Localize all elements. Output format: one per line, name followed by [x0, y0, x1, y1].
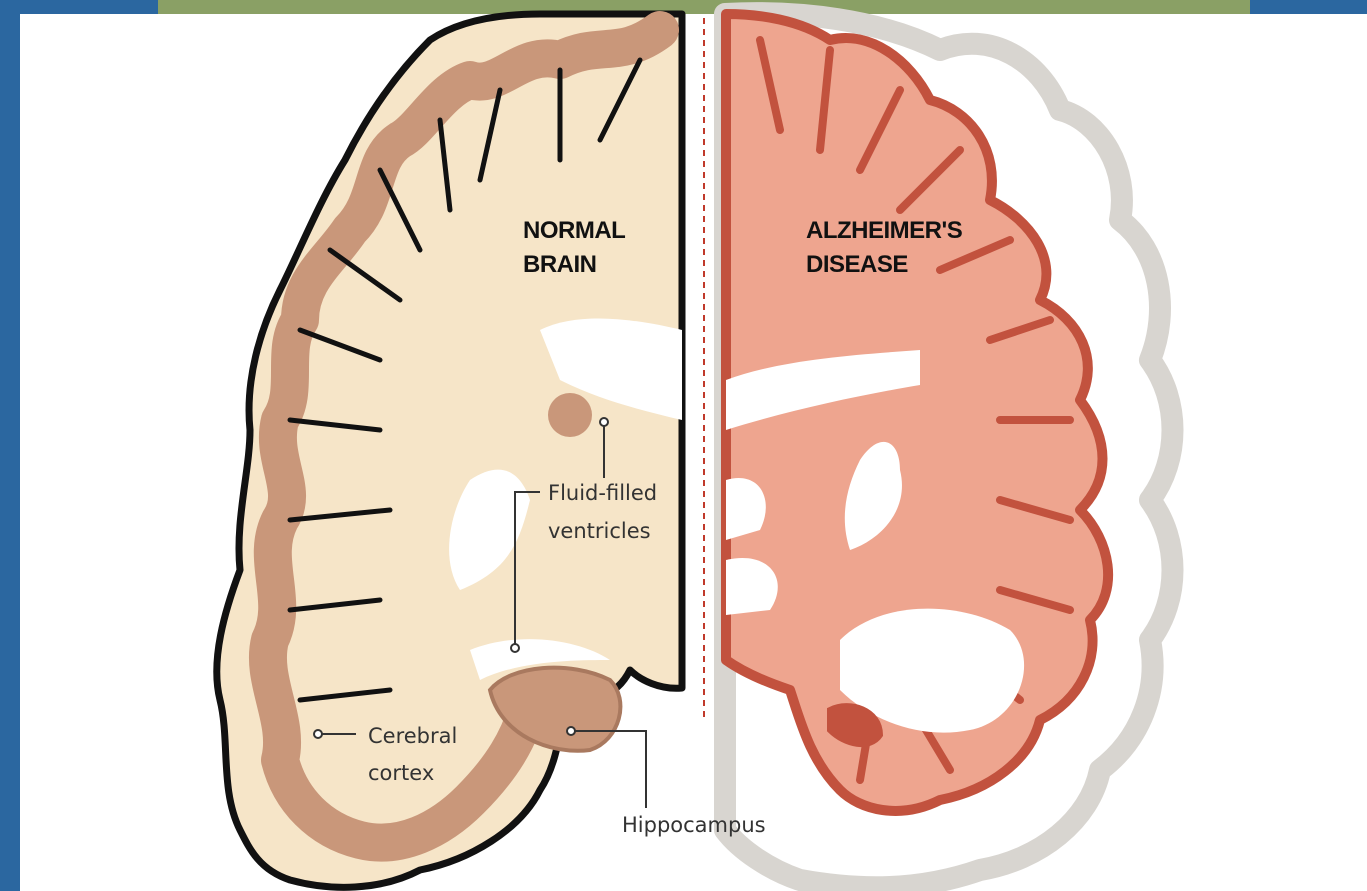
normal-brain-title-line1: NORMAL: [523, 217, 625, 244]
normal-thalamus: [548, 393, 592, 437]
normal-brain: [217, 14, 682, 887]
hippocampus-dot: [567, 727, 575, 735]
label-ventricles-line2: ventricles: [548, 519, 651, 543]
cortex-dot: [314, 730, 322, 738]
ventricles-dot-b: [600, 418, 608, 426]
alzheimers-brain: [726, 14, 1108, 811]
label-ventricles-line1: Fluid-filled: [548, 481, 657, 505]
label-cortex-line1: Cerebral: [368, 724, 457, 748]
label-cortex-line2: cortex: [368, 761, 434, 785]
normal-brain-title-line2: BRAIN: [523, 251, 597, 278]
ventricles-dot-a: [511, 644, 519, 652]
alzheimers-title-line1: ALZHEIMER'S: [806, 217, 963, 244]
label-hippocampus: Hippocampus: [622, 813, 766, 837]
alzheimers-title-line2: DISEASE: [806, 251, 908, 278]
